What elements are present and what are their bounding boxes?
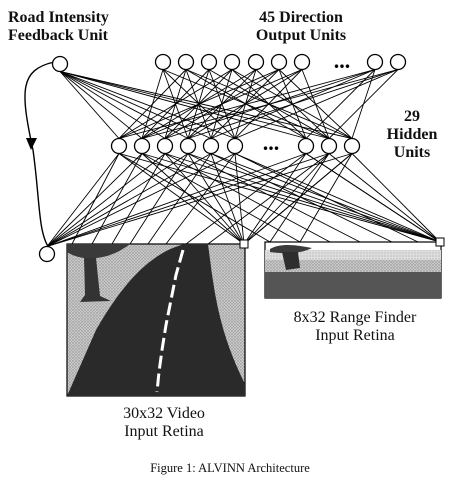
- hidden-video-corner-connection: [210, 153, 245, 245]
- hidden-range-corner-connection: [351, 153, 441, 243]
- hidden-range-connection: [141, 153, 301, 243]
- output-hidden-connection: [118, 69, 187, 139]
- direction-output-node: [200, 53, 218, 71]
- hidden-video-corner-connection: [243, 153, 307, 245]
- output-hidden-connection: [328, 69, 399, 139]
- video-input-retina: [66, 239, 249, 397]
- hidden-video-corner-connection: [243, 153, 330, 245]
- output-hidden-connection: [141, 69, 399, 139]
- direction-output-node: [293, 53, 311, 71]
- output-hidden-connection: [59, 71, 307, 139]
- output-hidden-connection: [187, 69, 399, 139]
- output-hidden-connection: [187, 69, 303, 139]
- hidden-unit-node: [226, 137, 244, 155]
- hidden-unit-node: [110, 137, 128, 155]
- output-hidden-connection: [118, 69, 280, 139]
- hidden-unit-node: [320, 137, 338, 155]
- direction-output-node: [177, 53, 195, 71]
- output-hidden-connection: [118, 69, 376, 139]
- output-hidden-connection: [59, 71, 120, 139]
- hidden-video-connection: [185, 153, 307, 245]
- tree-trunk: [80, 258, 111, 302]
- hidden-range-corner-connection: [305, 153, 441, 243]
- hidden-units-label: 29 Hidden Units: [386, 108, 438, 161]
- hidden-range-corner-connection: [187, 153, 441, 243]
- figure-caption: Figure 1: ALVINN Architecture: [150, 461, 310, 475]
- road-shape: [67, 244, 245, 396]
- tree-canopy: [67, 244, 130, 259]
- output-hidden-connection: [141, 69, 303, 139]
- hidden-feedback-connection: [46, 153, 353, 247]
- network-connections: [46, 69, 441, 247]
- output-ellipsis: ...: [334, 48, 351, 73]
- output-hidden-connection: [234, 69, 399, 139]
- hidden-unit-node: [133, 137, 151, 155]
- hidden-feedback-connection: [46, 153, 166, 247]
- hidden-video-connection: [129, 153, 189, 245]
- hidden-feedback-connection: [46, 153, 120, 247]
- range-tree-canopy: [270, 245, 312, 254]
- hidden-unit-node: [156, 137, 174, 155]
- hidden-video-connection: [165, 153, 236, 245]
- hidden-unit-node: [179, 137, 197, 155]
- hidden-range-corner-connection: [328, 153, 441, 243]
- hidden-range-corner-connection: [234, 153, 441, 243]
- road-intensity-label: Road Intensity Feedback Unit: [8, 9, 109, 44]
- range-tree-trunk: [282, 252, 300, 270]
- hidden-video-connection: [207, 153, 330, 245]
- hidden-feedback-connection: [46, 153, 212, 247]
- output-hidden-connection: [59, 71, 353, 139]
- feedback-input-node: [38, 245, 56, 263]
- output-hidden-connection: [59, 71, 330, 139]
- hidden-range-connection: [187, 153, 361, 243]
- hidden-unit-node: [202, 137, 220, 155]
- range-finder-label: 8x32 Range Finder Input Retina: [293, 309, 417, 344]
- output-hidden-connection: [59, 71, 212, 139]
- network-nodes: [38, 53, 407, 263]
- lane-marking: [155, 249, 185, 393]
- output-hidden-connection: [59, 71, 166, 139]
- hidden-feedback-connection: [46, 153, 236, 247]
- hidden-feedback-connection: [46, 153, 330, 247]
- hidden-feedback-connection: [46, 153, 189, 247]
- hidden-video-corner-connection: [243, 153, 353, 245]
- hidden-range-connection: [210, 153, 393, 243]
- output-hidden-connection: [118, 69, 233, 139]
- feedback-output-node: [51, 55, 69, 73]
- direction-output-node: [270, 53, 288, 71]
- hidden-video-corner-connection: [118, 153, 245, 245]
- direction-output-node: [247, 53, 265, 71]
- direction-output-node: [223, 53, 241, 71]
- direction-output-node: [389, 53, 407, 71]
- hidden-video-corner-connection: [234, 153, 245, 245]
- output-hidden-connection: [59, 71, 236, 139]
- hidden-video-connection: [111, 153, 166, 245]
- feedback-arrowhead: [26, 138, 37, 150]
- direction-output-node: [154, 53, 172, 71]
- feedback-loop-arrow: [24, 61, 55, 249]
- output-hidden-connection: [59, 71, 189, 139]
- video-retina-label: 30x32 Video Input Retina: [123, 405, 205, 440]
- range-finder-retina: [264, 237, 445, 299]
- hidden-unit-node: [343, 137, 361, 155]
- direction-output-node: [366, 53, 384, 71]
- hidden-ellipsis: ...: [263, 130, 280, 155]
- hidden-feedback-connection: [46, 153, 143, 247]
- direction-output-label: 45 Direction Output Units: [255, 9, 347, 44]
- hidden-feedback-connection: [46, 153, 307, 247]
- hidden-video-corner-connection: [187, 153, 245, 245]
- output-hidden-connection: [59, 71, 143, 139]
- hidden-unit-node: [297, 137, 315, 155]
- hidden-range-connection: [299, 153, 353, 243]
